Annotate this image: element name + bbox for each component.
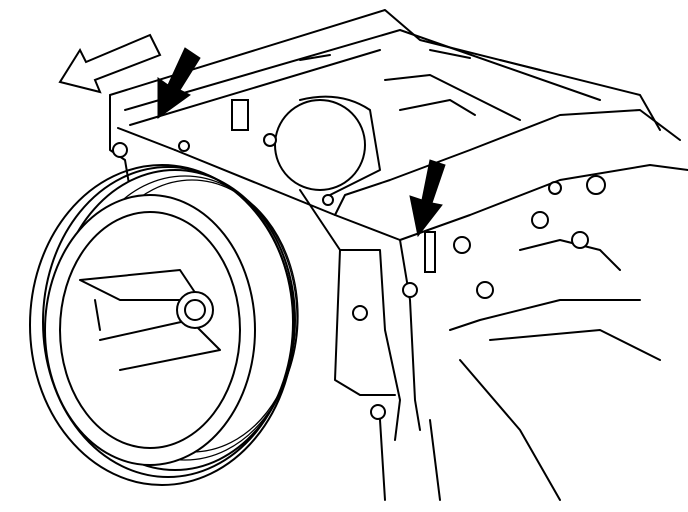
crankshaft-pulley: [29, 164, 299, 486]
direction-arrow-icon: [58, 33, 162, 94]
engine-block: [109, 9, 688, 501]
callout-arrow-icon: [157, 47, 201, 119]
callout-arrow-icon: [409, 159, 446, 238]
